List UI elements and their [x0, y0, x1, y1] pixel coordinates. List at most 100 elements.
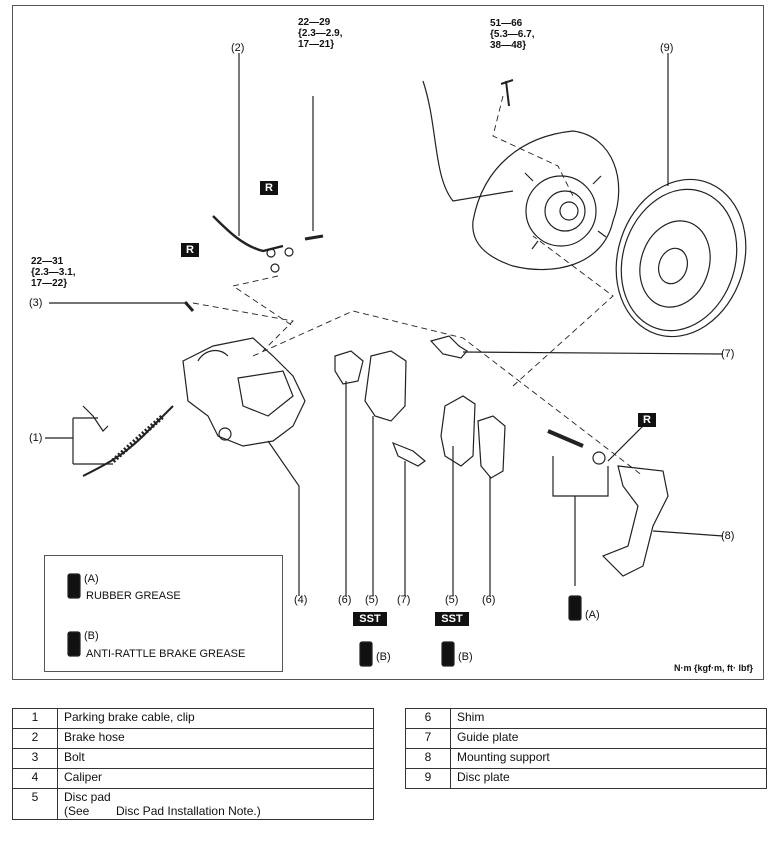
disc-center — [657, 247, 689, 285]
shim-a — [334, 350, 364, 385]
part-name: Mounting support — [450, 748, 767, 769]
legend-b-label: (B) — [84, 630, 99, 642]
legend-a-label: (A) — [84, 573, 99, 585]
part-name: Guide plate — [450, 728, 767, 749]
hose-fitting — [266, 248, 276, 258]
hub-bolt — [500, 79, 514, 107]
grease-tube-b-1 — [359, 641, 373, 667]
torque-value: 22—29 — [298, 17, 331, 28]
part-name: Parking brake cable, clip — [57, 708, 374, 729]
diagram-artwork — [45, 53, 747, 667]
sst-badge-1: SST — [353, 612, 387, 626]
hose-washer-lower — [270, 263, 280, 273]
assembly-line-bolt — [192, 302, 294, 352]
assembly-line-disc — [512, 235, 614, 387]
torque-ftlbf: 17—22} — [31, 278, 68, 289]
callout-7a: (7) — [397, 594, 411, 606]
grease-tube-b-2 — [441, 641, 455, 667]
parking-cable-boot — [111, 414, 165, 463]
torque-kgf: {2.3—2.9, — [298, 28, 343, 39]
leader-grease-a — [552, 456, 609, 586]
part-note-link[interactable]: (See Disc Pad Installation Note.) — [64, 804, 261, 818]
grease-tube-a — [568, 595, 582, 621]
guide-plate-a — [391, 441, 426, 467]
hose-bolt — [304, 234, 324, 241]
part-name: Bolt — [57, 748, 374, 769]
strut-outline — [422, 80, 514, 202]
callout-6a: (6) — [338, 594, 352, 606]
caliper-body — [182, 337, 306, 447]
part-number: 8 — [405, 748, 451, 769]
grease-tube-a-legend — [67, 573, 81, 599]
part-name: Disc plate — [450, 768, 767, 789]
leader-8 — [652, 530, 724, 537]
disc-hat — [639, 220, 711, 308]
guide-pin — [547, 429, 584, 448]
legend-a-text: RUBBER GREASE — [86, 590, 181, 602]
hose-washer-upper — [284, 247, 294, 257]
torque-ftlbf: 38—48} — [490, 40, 527, 51]
guide-plate-b — [429, 335, 468, 359]
part-name: Caliper — [57, 768, 374, 789]
callout-5b: (5) — [445, 594, 459, 606]
grease-label-b-1: (B) — [376, 651, 391, 663]
brake-hose — [212, 215, 284, 253]
grease-label-b-2: (B) — [458, 651, 473, 663]
torque-value: 22—31 — [31, 256, 64, 267]
replace-badge-seal: R — [638, 413, 656, 427]
callout-8: (8) — [721, 530, 735, 542]
hub-mid — [544, 190, 586, 232]
disc-pad-a — [364, 350, 407, 422]
callout-7b: (7) — [721, 348, 735, 360]
part-number: 9 — [405, 768, 451, 789]
torque-ftlbf: 17—21} — [298, 39, 335, 50]
hub-outer — [525, 175, 597, 247]
mounting-support — [601, 465, 669, 577]
disc-outer — [615, 178, 747, 338]
leader-1 — [45, 417, 113, 465]
part-name: Shim — [450, 708, 767, 729]
callout-1: (1) — [29, 432, 43, 444]
disc-inner-ring — [620, 188, 738, 332]
torque-value: 51—66 — [490, 18, 523, 29]
exploded-view-diagram: 22—29 {2.3—2.9, 17—21} 22—31 {2.3—3.1, 1… — [12, 5, 764, 680]
grease-legend: (A) RUBBER GREASE (B) ANTI-RATTLE BRAKE … — [44, 555, 283, 672]
guide-pin-seal — [592, 451, 606, 465]
leader-r-seal — [607, 425, 644, 462]
torque-kgf: {5.3—6.7, — [490, 29, 535, 40]
knuckle-outline — [472, 130, 620, 271]
callout-6b: (6) — [482, 594, 496, 606]
part-number: 6 — [405, 708, 451, 729]
legend-b-text: ANTI-RATTLE BRAKE GREASE — [86, 648, 246, 660]
part-name-text: Disc pad — [64, 790, 111, 804]
caliper-spring — [197, 349, 229, 362]
grease-label-a: (A) — [585, 609, 600, 621]
replace-badge-hose: R — [260, 181, 278, 195]
hub-studs — [524, 172, 607, 250]
leader-7b — [462, 351, 724, 355]
torque-units: N·m {kgf·m, ft· lbf} — [674, 663, 753, 673]
hub-inner — [559, 201, 579, 221]
callout-2: (2) — [231, 42, 245, 54]
part-number: 7 — [405, 728, 451, 749]
caliper-bracket — [237, 370, 294, 417]
disc-pad-b — [440, 395, 476, 467]
caliper-bolt — [183, 301, 195, 312]
part-number: 3 — [12, 748, 58, 769]
torque-kgf: {2.3—3.1, — [31, 267, 76, 278]
callout-9: (9) — [660, 42, 674, 54]
assembly-line-caliper — [252, 310, 644, 477]
torque-label-caliper-bolt: 22—31 {2.3—3.1, 17—22} — [31, 256, 75, 289]
assembly-line-hose — [231, 275, 294, 327]
callout-3: (3) — [29, 297, 43, 309]
caliper-bleeder — [218, 427, 232, 441]
part-number: 1 — [12, 708, 58, 729]
shim-b — [477, 415, 506, 479]
callout-4: (4) — [294, 594, 308, 606]
